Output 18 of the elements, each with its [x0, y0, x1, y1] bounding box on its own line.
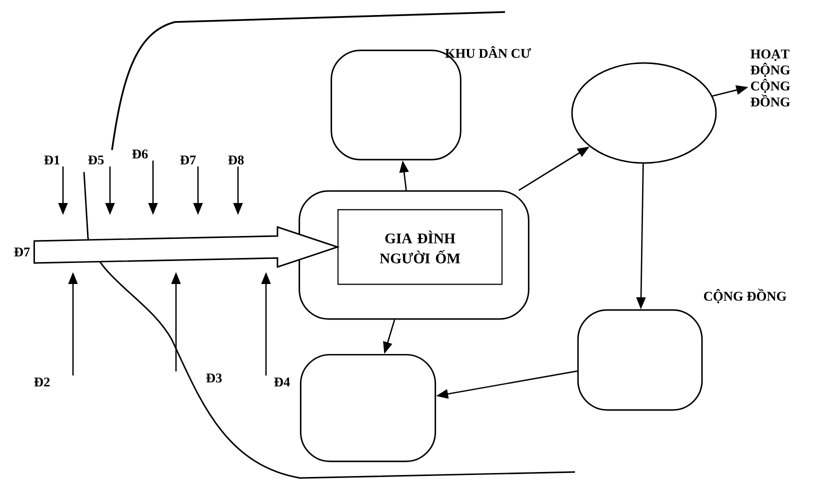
factor-label: Đ6 — [132, 150, 148, 158]
block-arrow — [33, 226, 340, 268]
factor-label: Đ4 — [274, 378, 290, 386]
area-outline — [571, 62, 717, 164]
factor-label: Đ7 — [180, 156, 196, 164]
area-label: KHU DÂN CƯ — [445, 46, 531, 58]
area-outline — [300, 354, 436, 462]
factor-label: Đ2 — [34, 378, 50, 386]
family-box: GIA ĐÌNH NGƯỜI ỐM — [337, 209, 503, 285]
node-label: HOẠT ĐỘNG CỘNG ĐỒNG — [750, 50, 790, 106]
area-outline — [298, 190, 530, 320]
factor-label: Đ8 — [228, 156, 244, 164]
factor-label: Đ3 — [206, 374, 222, 382]
factor-label: Đ1 — [44, 156, 60, 164]
area-label: CỘNG ĐỒNG — [704, 288, 786, 304]
factor-label: Đ5 — [88, 156, 104, 164]
area-outline — [577, 309, 703, 411]
factor-label: Đ7 — [14, 248, 30, 256]
